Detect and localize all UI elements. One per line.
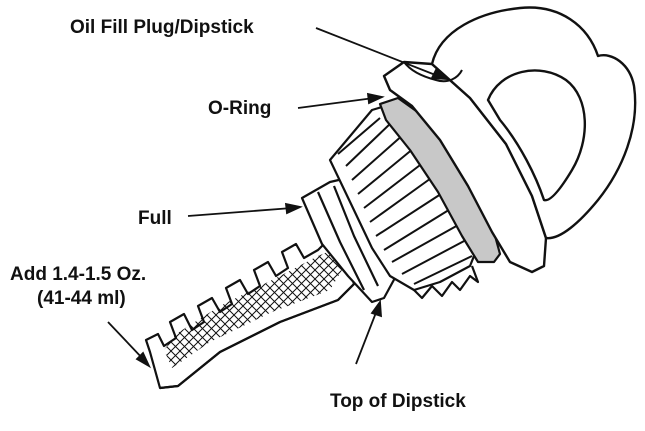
label-full: Full xyxy=(138,208,172,229)
label-oil-fill-plug: Oil Fill Plug/Dipstick xyxy=(70,17,254,38)
label-add-amount: Add 1.4-1.5 Oz. xyxy=(10,264,146,285)
label-add-metric: (41-44 ml) xyxy=(37,288,126,309)
label-top-of-dipstick: Top of Dipstick xyxy=(330,391,466,412)
leader-full xyxy=(187,207,293,217)
dipstick-blade xyxy=(144,236,356,390)
plug-grip-recess xyxy=(486,69,587,202)
label-o-ring: O-Ring xyxy=(208,98,271,119)
dipstick-hatch-area xyxy=(164,250,342,368)
leader-lines xyxy=(107,27,449,369)
leader-add xyxy=(107,321,145,361)
leader-oil-fill-plug xyxy=(315,27,439,77)
leader-top-of-dipstick xyxy=(355,309,378,365)
leader-o-ring xyxy=(297,97,375,109)
plug-handle xyxy=(382,6,637,274)
